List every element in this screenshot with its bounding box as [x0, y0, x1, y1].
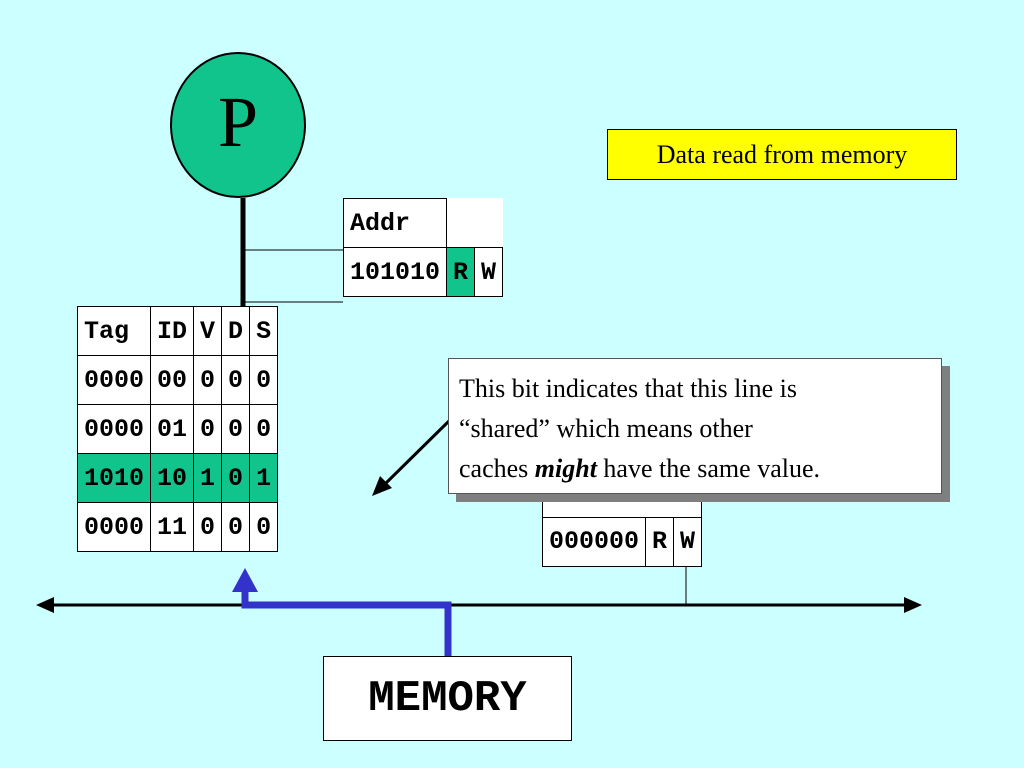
cache-cell: 0000 — [76, 404, 152, 454]
cache-cell: 1010 — [76, 453, 152, 503]
cache-header-tag: Tag — [76, 306, 152, 356]
cache-row: 0000 00 0 0 0 — [76, 355, 279, 405]
cache-cell: 00 — [150, 355, 195, 405]
bus-arrow-right — [904, 597, 922, 613]
cache-cell: 0 — [193, 404, 223, 454]
address-value: 101010 — [342, 247, 448, 297]
shared-bit-callout: This bit indicates that this line is “sh… — [448, 358, 942, 494]
callout-line: “shared” which means other — [459, 414, 753, 443]
processor-node: P — [170, 52, 306, 198]
address-table: Addr 101010 R W — [342, 198, 504, 297]
cache-cell: 0 — [221, 404, 251, 454]
callout-emphasis: might — [534, 454, 597, 483]
cache-cell: 0 — [221, 355, 251, 405]
other-cache-read-flag: R — [645, 516, 675, 567]
callout-arrow-head — [372, 476, 392, 496]
cache-cell: 0 — [221, 453, 251, 503]
cache-cell: 0 — [249, 355, 279, 405]
cache-table: Tag ID V D S 0000 00 0 0 0 0000 01 0 0 0… — [76, 306, 279, 552]
status-label: Data read from memory — [607, 129, 957, 180]
cache-cell-shared-bit: 1 — [249, 453, 279, 503]
cache-cell: 11 — [150, 502, 195, 552]
cache-cell: 0 — [193, 355, 223, 405]
write-flag: W — [474, 247, 504, 297]
callout-line: caches might have the same value. — [459, 449, 931, 489]
other-cache-write-flag: W — [673, 516, 703, 567]
cache-cell: 0 — [221, 502, 251, 552]
cache-row-highlighted: 1010 10 1 0 1 — [76, 453, 279, 503]
cache-header-shared: S — [249, 306, 279, 356]
address-header: Addr — [342, 198, 448, 248]
processor-label: P — [217, 81, 259, 162]
cache-cell: 0 — [249, 502, 279, 552]
callout-text: caches — [459, 454, 535, 483]
other-cache-address-value: 000000 — [541, 516, 647, 567]
callout-text: have the same value. — [596, 454, 820, 483]
cache-header-valid: V — [193, 306, 223, 356]
cache-row: 0000 01 0 0 0 — [76, 404, 279, 454]
memory-block: MEMORY — [323, 656, 572, 741]
cache-cell: 0000 — [76, 355, 152, 405]
bus-arrow-left — [36, 597, 54, 613]
callout-arrow-line — [382, 418, 452, 487]
callout-line: This bit indicates that this line is — [459, 374, 797, 403]
cache-header-dirty: D — [221, 306, 251, 356]
memory-path — [241, 590, 452, 656]
memory-path-arrow — [232, 568, 258, 592]
cache-header-row: Tag ID V D S — [76, 306, 279, 356]
cache-header-id: ID — [150, 306, 195, 356]
cache-cell: 0 — [193, 502, 223, 552]
cache-cell: 1 — [193, 453, 223, 503]
cache-row: 0000 11 0 0 0 — [76, 502, 279, 552]
cache-cell: 10 — [150, 453, 195, 503]
cache-cell: 01 — [150, 404, 195, 454]
cache-cell: 0000 — [76, 502, 152, 552]
cache-cell: 0 — [249, 404, 279, 454]
read-flag: R — [446, 247, 476, 297]
